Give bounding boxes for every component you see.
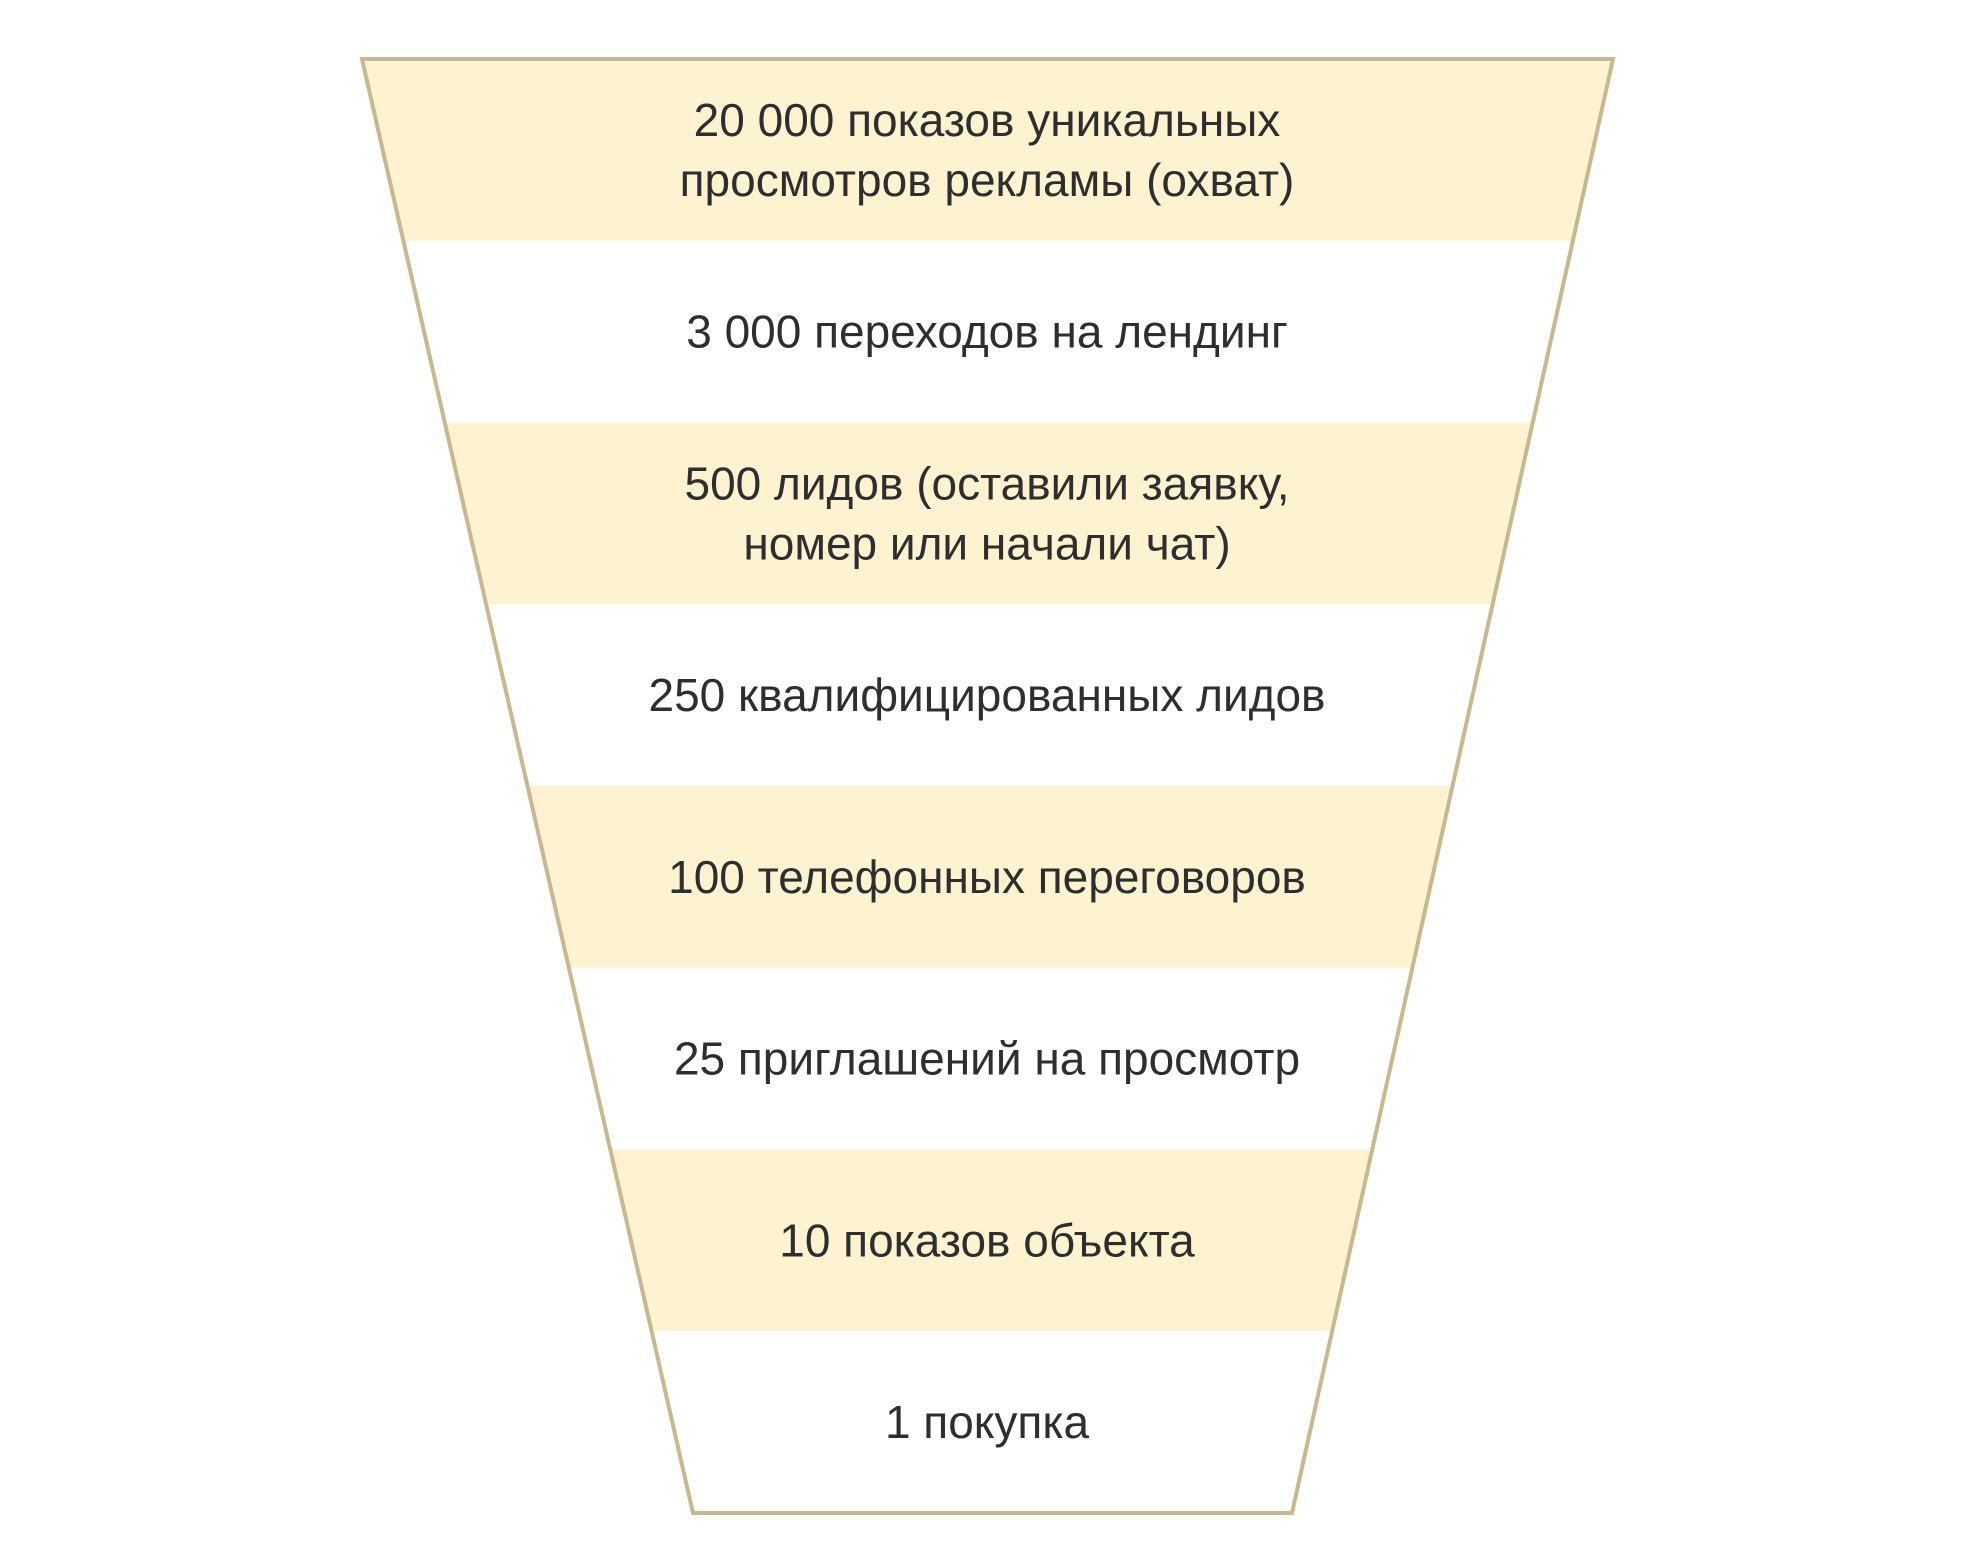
funnel-stage-label-5: 100 телефонных переговоров (668, 851, 1306, 903)
funnel-stage-line: 250 квалифицированных лидов (649, 669, 1326, 721)
funnel-band-1 (362, 59, 1613, 242)
funnel-stage-line: 25 приглашений на просмотр (674, 1033, 1300, 1085)
funnel-stage-label-8: 1 покупка (885, 1396, 1090, 1448)
funnel-stage-line: 20 000 показов уникальных (694, 94, 1281, 146)
funnel-stage-label-6: 25 приглашений на просмотр (674, 1033, 1300, 1085)
funnel-stage-label-4: 250 квалифицированных лидов (649, 669, 1326, 721)
funnel-stage-line: 3 000 переходов на лендинг (686, 306, 1288, 358)
funnel-bands (362, 59, 1613, 1513)
funnel-band-3 (362, 422, 1613, 605)
funnel-stage-label-1: 20 000 показов уникальных просмотров рекл… (680, 94, 1295, 206)
funnel-outline (359, 57, 1616, 1515)
funnel-stage-line: номер или начали чат) (743, 517, 1230, 569)
funnel-band-4 (362, 604, 1613, 787)
funnel-stage-line: 100 телефонных переговоров (668, 851, 1306, 903)
funnel-band-2 (362, 240, 1613, 423)
funnel-stage-label-3: 500 лидов (оставили заявку, номер или нач… (684, 457, 1289, 569)
funnel-band-5 (362, 786, 1613, 969)
funnel-stage-line: просмотров рекламы (охват) (680, 154, 1295, 206)
funnel-stage-line: 10 показов объекта (779, 1214, 1195, 1266)
funnel-labels: 20 000 показов уникальных просмотров рекл… (649, 94, 1326, 1448)
funnel-stage-label-2: 3 000 переходов на лендинг (686, 306, 1288, 358)
funnel-stage-line: 500 лидов (оставили заявку, (684, 457, 1289, 509)
funnel-stage-label-7: 10 показов объекта (779, 1214, 1195, 1266)
funnel-stage-line: 1 покупка (885, 1396, 1090, 1448)
